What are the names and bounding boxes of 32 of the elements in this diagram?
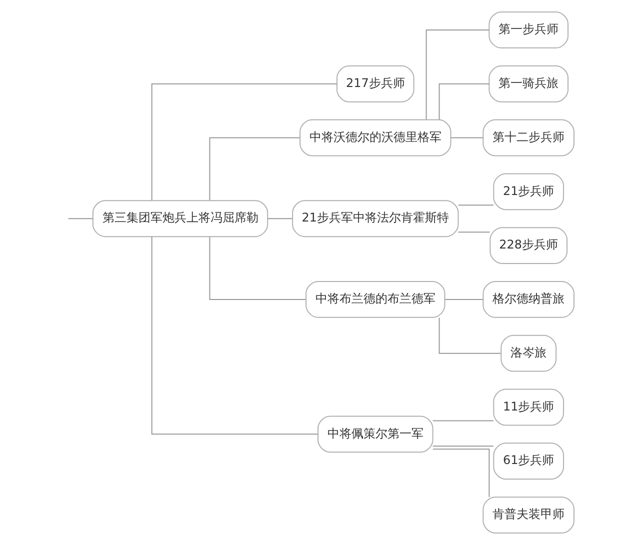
connector xyxy=(432,448,490,498)
connector xyxy=(67,218,93,220)
connector xyxy=(432,446,494,447)
node-box: 肯普夫装甲师 xyxy=(482,496,574,534)
node-box: 61步兵师 xyxy=(492,442,564,480)
connector xyxy=(457,232,490,233)
node-box: 格尔德纳普旅 xyxy=(482,280,574,318)
connector xyxy=(450,137,483,138)
connector xyxy=(457,204,494,206)
connector xyxy=(444,298,484,300)
node-box: 中将沃德尔的沃德里格军 xyxy=(299,119,451,156)
node-box: 21步兵军中将法尔肯霍斯特 xyxy=(292,200,458,238)
node-box: 11步兵师 xyxy=(492,388,564,426)
connector xyxy=(432,420,494,422)
node-box: 中将佩策尔第一军 xyxy=(317,416,433,453)
node-box: 21步兵师 xyxy=(492,173,564,210)
connector xyxy=(150,236,318,435)
node-box: 217步兵师 xyxy=(336,65,414,102)
connector xyxy=(425,29,490,120)
node-box: 第一步兵师 xyxy=(488,12,568,48)
connector xyxy=(150,83,337,201)
node-box: 228步兵师 xyxy=(489,227,568,264)
node-box: 洛岑旅 xyxy=(500,334,556,372)
node-box: 第十二步兵师 xyxy=(482,119,574,156)
connector xyxy=(438,83,490,120)
node-box: 第一骑兵旅 xyxy=(488,65,568,102)
connector xyxy=(208,236,306,300)
node-box: 中将布兰德的布兰德军 xyxy=(305,280,445,318)
connector xyxy=(438,317,501,354)
connector xyxy=(208,137,300,201)
node-box: 第三集团军炮兵上将冯屈席勒 xyxy=(92,200,268,238)
connector xyxy=(266,218,293,220)
